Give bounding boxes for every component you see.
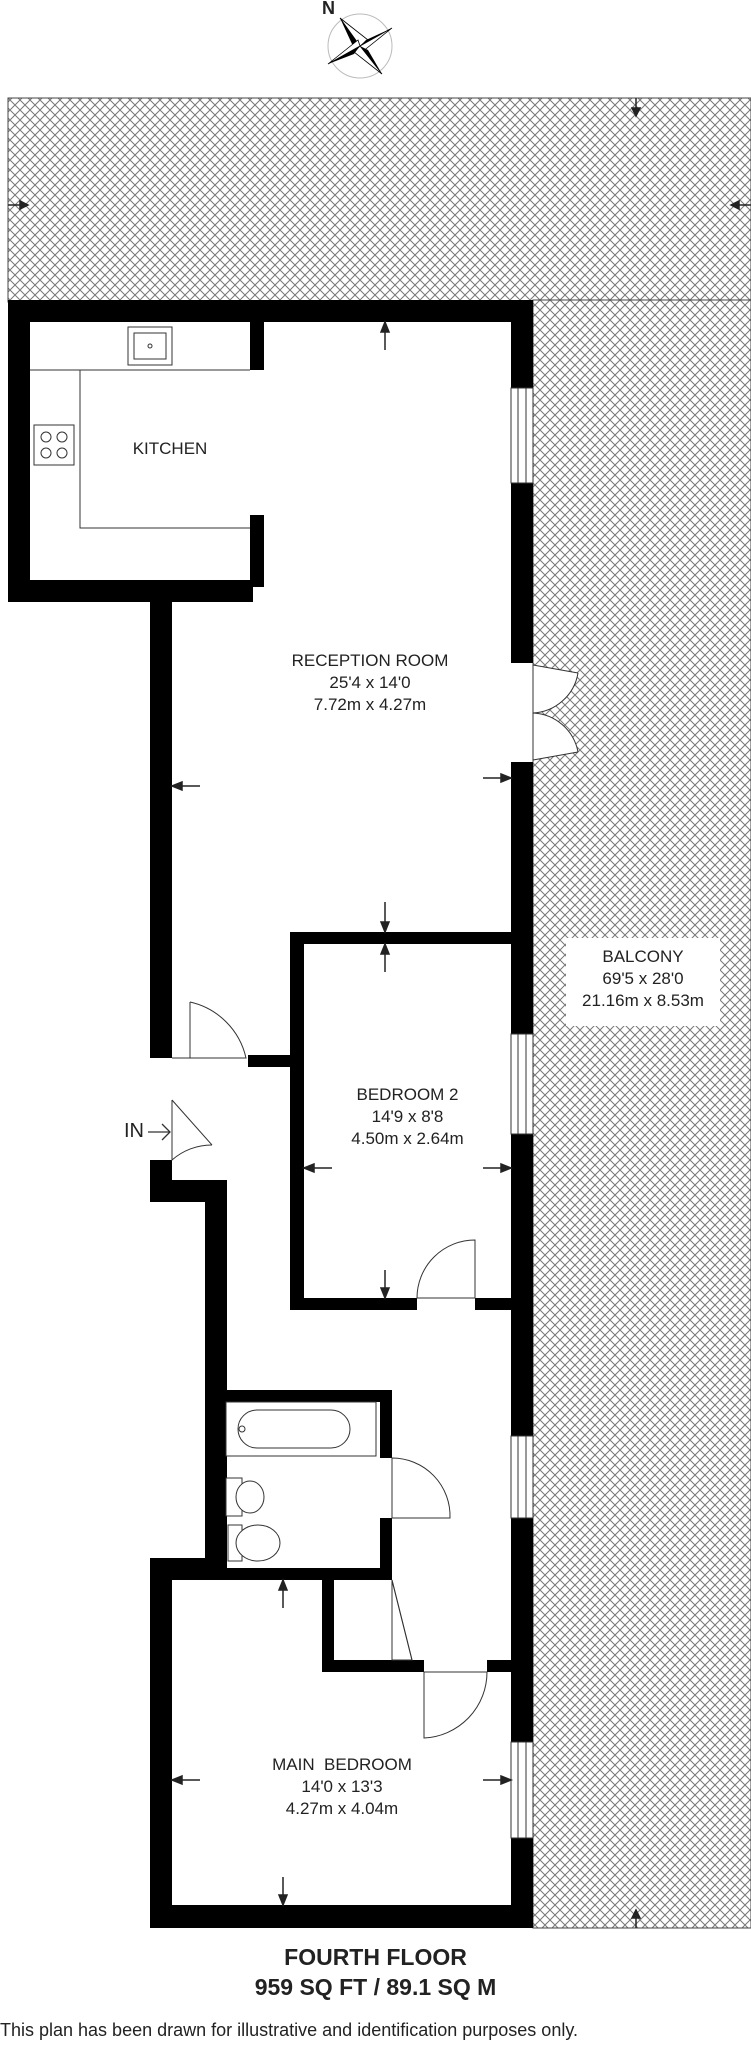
balcony-label: BALCONY 69'5 x 28'0 21.16m x 8.53m <box>566 946 720 1012</box>
entrance-arrow-icon <box>148 1123 171 1141</box>
compass-north-label: N <box>322 0 335 18</box>
entrance-label: IN <box>124 1120 144 1142</box>
bathroom-fixtures <box>225 1401 377 1562</box>
interior-doors <box>171 1001 488 1739</box>
reception-room-dim-metric: 7.72m x 4.27m <box>313 695 427 714</box>
room-dimension-arrows <box>169 319 514 1908</box>
balcony-door <box>532 664 579 761</box>
bedroom-2-dim-imperial: 14'9 x 8'8 <box>371 1107 444 1126</box>
walls <box>8 300 533 1928</box>
disclaimer-text: This plan has been drawn for illustrativ… <box>0 2020 578 2040</box>
bedroom-2-dim-metric: 4.50m x 2.64m <box>351 1129 464 1148</box>
balcony-label-bg <box>566 938 720 1026</box>
balcony-dimension-marks <box>8 98 751 1928</box>
main-bedroom-title: MAIN BEDROOM <box>272 1755 412 1774</box>
balcony-dim-metric: 21.16m x 8.53m <box>582 991 704 1010</box>
main-bedroom-dim-imperial: 14'0 x 13'3 <box>301 1777 383 1796</box>
compass-icon <box>327 13 393 79</box>
balcony-title: BALCONY <box>602 947 684 966</box>
reception-room-title: RECEPTION ROOM <box>291 651 449 670</box>
kitchen-fixtures <box>30 326 250 529</box>
floor-title: FOURTH FLOOR <box>284 1944 467 1970</box>
main-bedroom-dim-metric: 4.27m x 4.04m <box>285 1799 399 1818</box>
balcony-dim-imperial: 69'5 x 28'0 <box>602 969 684 988</box>
reception-room-dim-imperial: 25'4 x 14'0 <box>329 673 411 692</box>
windows <box>510 387 534 1839</box>
reception-room-label: RECEPTION ROOM 25'4 x 14'0 7.72m x 4.27m <box>230 650 510 716</box>
floor-area: 959 SQ FT / 89.1 SQ M <box>254 1974 497 2000</box>
kitchen-label: KITCHEN <box>110 438 230 460</box>
balcony-area <box>7 97 751 1929</box>
bedroom-2-label: BEDROOM 2 14'9 x 8'8 4.50m x 2.64m <box>304 1084 511 1150</box>
main-bedroom-label: MAIN BEDROOM 14'0 x 13'3 4.27m x 4.04m <box>222 1754 462 1820</box>
kitchen-title: KITCHEN <box>132 439 208 458</box>
bedroom-2-title: BEDROOM 2 <box>356 1085 459 1104</box>
